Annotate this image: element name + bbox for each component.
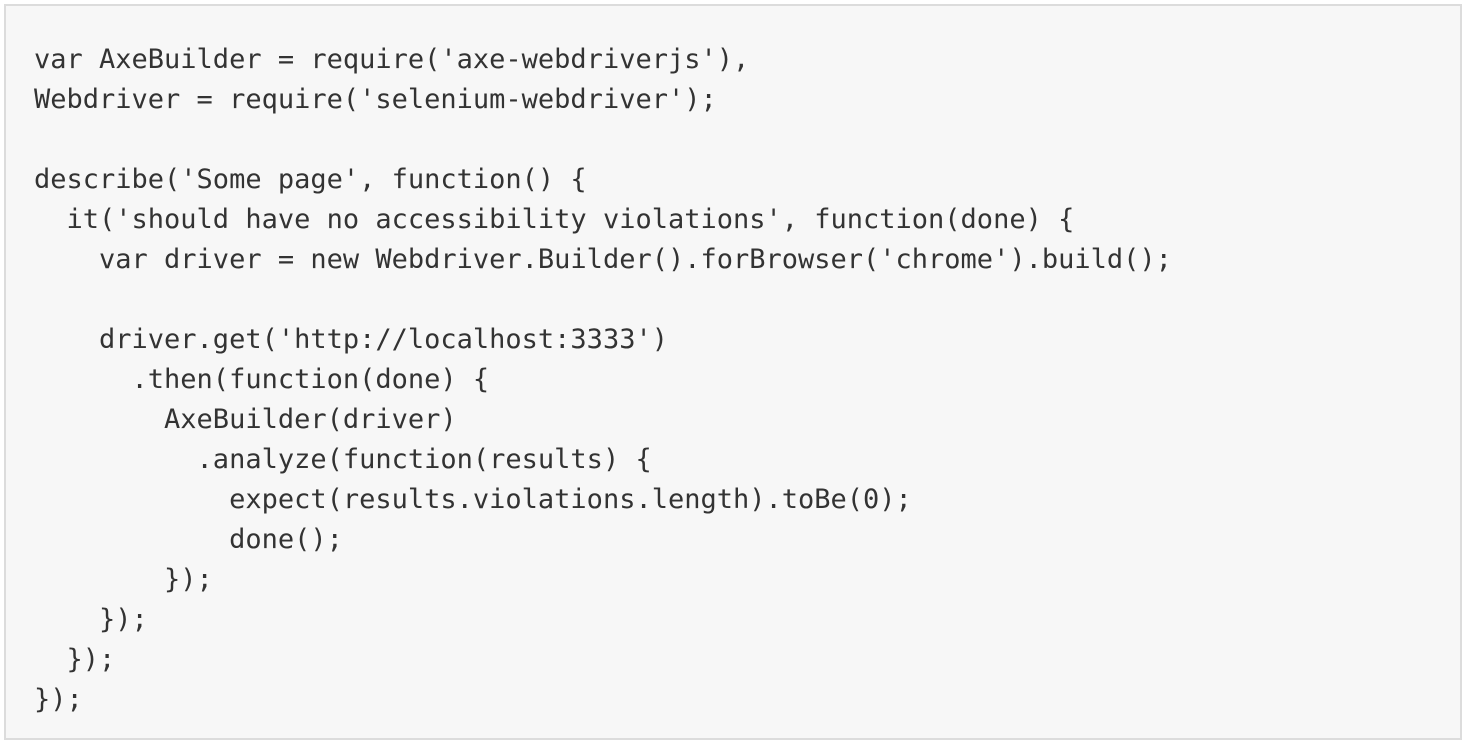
code-line: var AxeBuilder = require('axe-webdriverj…	[34, 44, 750, 75]
code-content: var AxeBuilder = require('axe-webdriverj…	[34, 40, 1172, 720]
code-line: describe('Some page', function() {	[34, 164, 587, 195]
code-line: done();	[34, 524, 343, 555]
code-line	[34, 280, 1172, 320]
code-line: expect(results.violations.length).toBe(0…	[34, 484, 912, 515]
code-line: driver.get('http://localhost:3333')	[34, 324, 668, 355]
code-block: var AxeBuilder = require('axe-webdriverj…	[4, 4, 1462, 740]
code-line: AxeBuilder(driver)	[34, 404, 457, 435]
code-line: Webdriver = require('selenium-webdriver'…	[34, 84, 717, 115]
code-line: var driver = new Webdriver.Builder().for…	[34, 244, 1172, 275]
code-line: });	[34, 684, 83, 715]
code-line	[34, 120, 1172, 160]
code-line: });	[34, 564, 213, 595]
code-line: });	[34, 644, 116, 675]
code-line: it('should have no accessibility violati…	[34, 204, 1075, 235]
code-line: .analyze(function(results) {	[34, 444, 652, 475]
code-line: .then(function(done) {	[34, 364, 490, 395]
code-line: });	[34, 604, 148, 635]
